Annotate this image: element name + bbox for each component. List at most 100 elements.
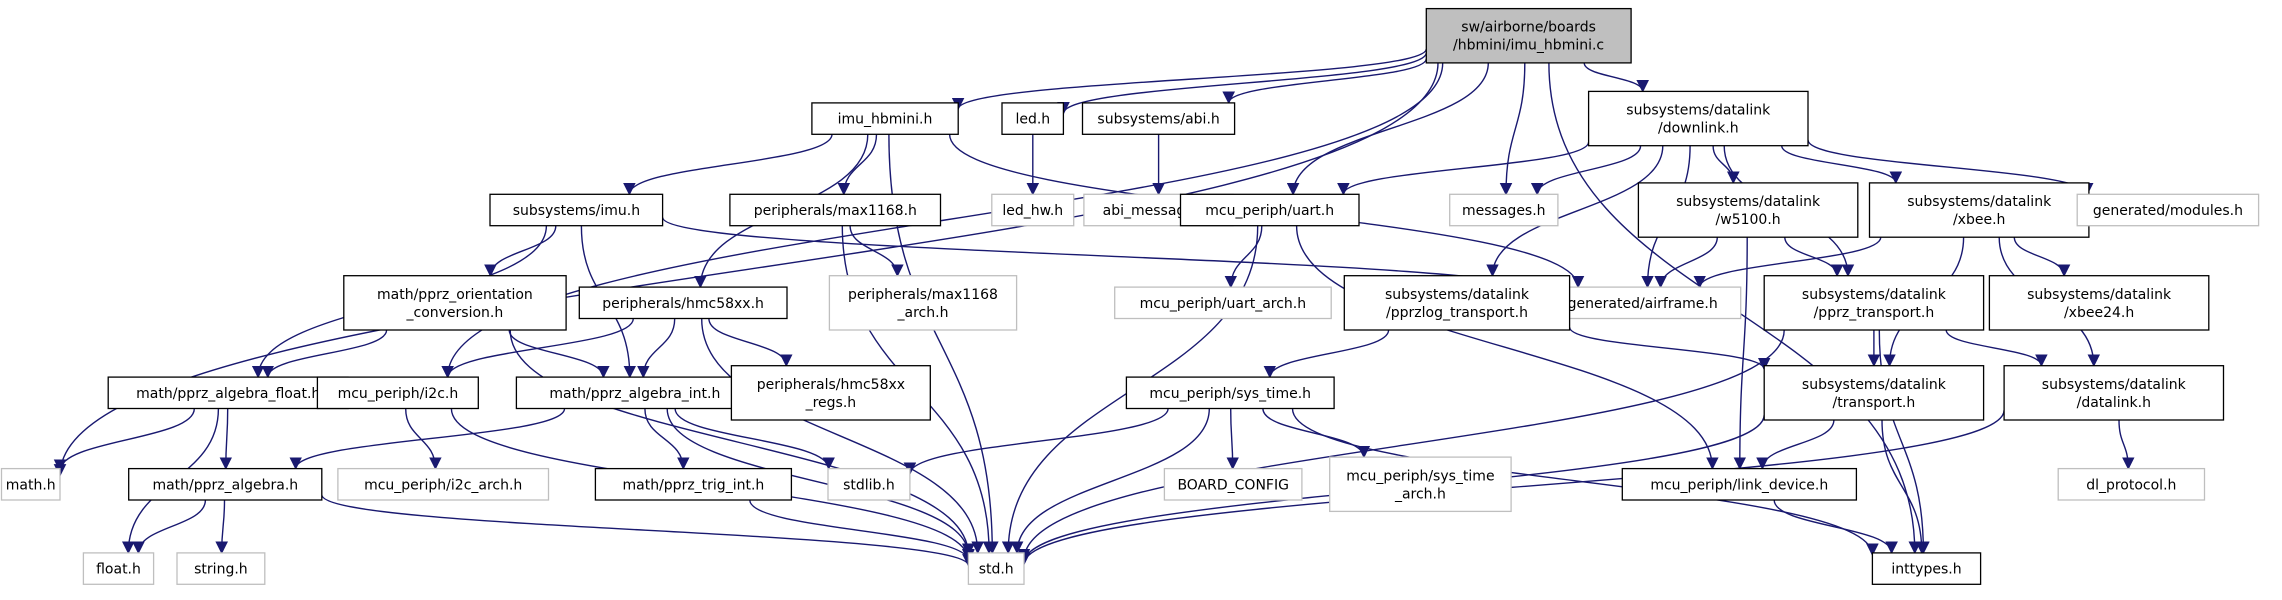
- node-label-alg_float_h-0: math/pprz_algebra_float.h: [136, 386, 320, 402]
- edge-root-to-messages_h: [1499, 62, 1526, 196]
- node-box-imu_h: [489, 193, 664, 227]
- node-xbee24_h[interactable]: subsystems/datalink/xbee24.h: [1988, 275, 2210, 331]
- node-label-w5100_h-0: subsystems/datalink: [1676, 194, 1821, 210]
- node-pprz_transport_h[interactable]: subsystems/datalink/pprz_transport.h: [1763, 275, 1985, 331]
- node-box-max1168_arch_h: [828, 275, 1018, 331]
- edge-transport_h-to-inttypes_h: [1881, 419, 1929, 555]
- node-datalink_h[interactable]: subsystems/datalink/datalink.h: [2003, 365, 2225, 421]
- node-hmc_regs_h[interactable]: peripherals/hmc58xx_regs.h: [730, 365, 931, 421]
- node-label-uart_arch_h-0: mcu_periph/uart_arch.h: [1140, 296, 1306, 312]
- node-box-sys_time_arch_h: [1329, 456, 1512, 513]
- node-box-inttypes_h: [1871, 552, 1982, 585]
- node-trig_int_h[interactable]: math/pprz_trig_int.h: [594, 467, 793, 501]
- node-hmc58xx_h[interactable]: peripherals/hmc58xx.h: [578, 286, 788, 320]
- node-label-root-1: /hbmini/imu_hbmini.c: [1453, 38, 1604, 54]
- edge-transport_h-to-link_device_h: [1756, 419, 1835, 470]
- node-label-link_device_h-0: mcu_periph/link_device.h: [1650, 477, 1828, 493]
- node-label-float_h-0: float.h: [96, 562, 141, 578]
- node-label-std_h-0: std.h: [979, 562, 1014, 578]
- node-label-modules_h-0: generated/modules.h: [2093, 203, 2243, 219]
- node-label-transport_h-1: /transport.h: [1833, 395, 1916, 411]
- edge-orient_h-to-std_h: [509, 329, 975, 557]
- node-label-orient_h-0: math/pprz_orientation: [377, 287, 533, 303]
- node-box-float_h: [82, 552, 155, 585]
- node-label-trig_int_h-0: math/pprz_trig_int.h: [623, 477, 765, 493]
- node-label-math_h-0: math.h: [6, 477, 56, 493]
- edge-alg_float_h-to-math_h: [53, 408, 195, 472]
- node-sys_time_h[interactable]: mcu_periph/sys_time.h: [1125, 376, 1335, 410]
- node-board_config: BOARD_CONFIG: [1163, 467, 1303, 501]
- node-uart_h[interactable]: mcu_periph/uart.h: [1179, 193, 1360, 227]
- node-airframe_h: generated/airframe.h: [1544, 286, 1742, 320]
- node-inttypes_h[interactable]: inttypes.h: [1871, 552, 1982, 585]
- node-label-max1168_arch_h-1: _arch.h: [897, 305, 949, 321]
- node-box-trig_int_h: [594, 467, 793, 501]
- edge-downlink_h-to-xbee_h: [1781, 145, 1903, 185]
- node-label-pprz_transport_h-1: /pprz_transport.h: [1814, 305, 1935, 321]
- edge-datalink_h-to-dl_protocol_h: [2118, 419, 2135, 470]
- edge-imu_hbmini_h-to-max1168_h: [837, 134, 878, 196]
- node-float_h: float.h: [82, 552, 155, 585]
- node-box-w5100_h: [1637, 182, 1859, 238]
- node-max1168_h[interactable]: peripherals/max1168.h: [729, 193, 942, 227]
- edge-downlink_h-to-messages_h: [1530, 145, 1642, 196]
- edge-downlink_h-to-w5100_h: [1712, 145, 1740, 185]
- node-box-uart_h: [1179, 193, 1360, 227]
- edge-root-to-uart_h: [1286, 62, 1489, 196]
- node-label-imu_h-0: subsystems/imu.h: [513, 203, 640, 219]
- node-box-hmc58xx_h: [578, 286, 788, 320]
- node-label-datalink_h-0: subsystems/datalink: [2042, 377, 2187, 393]
- node-box-downlink_h: [1587, 90, 1809, 147]
- node-label-pprzlog_h-0: subsystems/datalink: [1385, 287, 1530, 303]
- node-abi_h[interactable]: subsystems/abi.h: [1081, 102, 1236, 135]
- node-link_device_h[interactable]: mcu_periph/link_device.h: [1621, 467, 1858, 501]
- edge-alg_int_h-to-trig_int_h: [644, 408, 690, 470]
- node-box-xbee_h: [1868, 182, 2090, 238]
- edge-orient_h-to-alg_int_h: [508, 329, 610, 379]
- node-box-messages_h: [1449, 193, 1559, 227]
- node-label-board_config-0: BOARD_CONFIG: [1177, 477, 1289, 493]
- node-root: sw/airborne/boards/hbmini/imu_hbmini.c: [1425, 7, 1632, 64]
- node-uart_arch_h: mcu_periph/uart_arch.h: [1114, 286, 1332, 320]
- edge-root-to-imu_hbmini_h: [951, 48, 1427, 111]
- node-label-xbee_h-0: subsystems/datalink: [1907, 194, 2052, 210]
- node-w5100_h[interactable]: subsystems/datalink/w5100.h: [1637, 182, 1859, 238]
- edge-pprzlog_h-to-sys_time_h: [1263, 329, 1390, 379]
- node-box-pprzlog_h: [1343, 275, 1571, 331]
- node-box-max1168_h: [729, 193, 942, 227]
- edge-orient_h-to-alg_float_h: [261, 329, 388, 379]
- node-label-max1168_h-0: peripherals/max1168.h: [754, 203, 917, 219]
- node-xbee_h[interactable]: subsystems/datalink/xbee.h: [1868, 182, 2090, 238]
- node-box-hmc_regs_h: [730, 365, 931, 421]
- node-imu_hbmini_h[interactable]: imu_hbmini.h: [811, 102, 959, 135]
- edge-hmc58xx_h-to-i2c_h: [441, 318, 634, 379]
- edge-root-to-led_h: [1057, 52, 1427, 115]
- node-i2c_h[interactable]: mcu_periph/i2c.h: [316, 376, 479, 410]
- edge-pprz_transport_h-to-inttypes_h: [1878, 329, 1930, 555]
- node-transport_h[interactable]: subsystems/datalink/transport.h: [1763, 365, 1985, 421]
- node-led_h[interactable]: led.h: [1001, 102, 1065, 135]
- node-box-abi_h: [1081, 102, 1236, 135]
- edge-link_device_h-to-inttypes_h: [1773, 499, 1898, 555]
- edge-downlink_h-to-pprzlog_h: [1486, 145, 1664, 277]
- edge-downlink_h-to-uart_h: [1337, 141, 1590, 196]
- node-box-uart_arch_h: [1114, 286, 1332, 320]
- node-box-pprz_transport_h: [1763, 275, 1985, 331]
- node-label-datalink_h-1: /datalink.h: [2077, 395, 2151, 411]
- node-pprzlog_h[interactable]: subsystems/datalink/pprzlog_transport.h: [1343, 275, 1571, 331]
- edge-xbee_h-to-airframe_h: [1693, 236, 1882, 289]
- node-box-i2c_h: [316, 376, 479, 410]
- edge-w5100_h-to-airframe_h: [1654, 237, 1718, 289]
- edge-pprz_transport_h-to-datalink_h: [1945, 329, 2048, 367]
- edge-sys_time_h-to-sys_time_arch_h: [1262, 408, 1371, 459]
- node-imu_h[interactable]: subsystems/imu.h: [489, 193, 664, 227]
- node-orient_h[interactable]: math/pprz_orientation_conversion.h: [343, 275, 567, 331]
- node-label-imu_hbmini_h-0: imu_hbmini.h: [838, 112, 933, 128]
- node-label-hmc_regs_h-0: peripherals/hmc58xx: [757, 377, 905, 393]
- node-downlink_h[interactable]: subsystems/datalink/downlink.h: [1587, 90, 1809, 147]
- node-alg_float_h[interactable]: math/pprz_algebra_float.h: [107, 376, 349, 410]
- edge-hmc58xx_h-to-hmc_regs_h: [708, 318, 793, 367]
- node-alg_int_h[interactable]: math/pprz_algebra_int.h: [515, 376, 755, 410]
- node-alg_h[interactable]: math/pprz_algebra.h: [128, 467, 323, 501]
- node-box-dl_protocol_h: [2057, 467, 2206, 501]
